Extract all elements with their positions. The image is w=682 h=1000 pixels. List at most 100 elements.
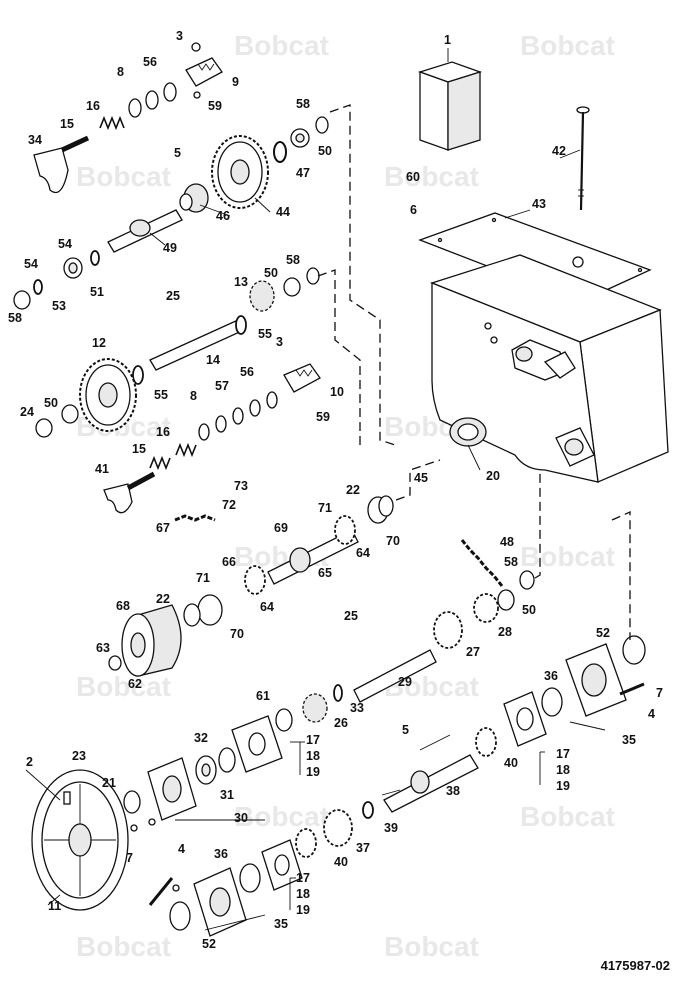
callout-54: 54 bbox=[24, 257, 38, 271]
callout-50: 50 bbox=[44, 396, 58, 410]
callout-25: 25 bbox=[344, 609, 358, 623]
oil-can bbox=[417, 61, 483, 151]
sprocket-64-lower bbox=[244, 565, 266, 595]
watermark-text: Bobcat bbox=[384, 161, 479, 192]
callout-17: 17 bbox=[306, 733, 320, 747]
callout-25: 25 bbox=[166, 289, 180, 303]
gear-13 bbox=[249, 280, 275, 312]
callout-21: 21 bbox=[102, 776, 116, 790]
washers-lower bbox=[198, 391, 278, 441]
callout-51: 51 bbox=[90, 285, 104, 299]
gear-26 bbox=[302, 693, 328, 723]
callout-40: 40 bbox=[504, 756, 518, 770]
callout-66: 66 bbox=[222, 555, 236, 569]
watermark-text: Bobcat bbox=[384, 931, 479, 962]
callout-35: 35 bbox=[274, 917, 288, 931]
callout-11: 11 bbox=[48, 899, 61, 913]
callout-5: 5 bbox=[402, 723, 409, 737]
callout-3: 3 bbox=[176, 29, 183, 43]
callout-48: 48 bbox=[500, 535, 514, 549]
seal-61 bbox=[275, 708, 293, 732]
callout-22: 22 bbox=[346, 483, 360, 497]
bearing-50-lower bbox=[61, 404, 79, 424]
callout-50: 50 bbox=[264, 266, 278, 280]
callout-63: 63 bbox=[96, 641, 110, 655]
callout-28: 28 bbox=[498, 625, 512, 639]
callout-30: 30 bbox=[234, 811, 248, 825]
callout-4: 4 bbox=[178, 842, 185, 856]
sprocket-27 bbox=[433, 611, 463, 649]
callout-1: 1 bbox=[444, 33, 451, 47]
watermark-text: Bobcat bbox=[234, 801, 329, 832]
callout-72: 72 bbox=[222, 498, 236, 512]
callout-38: 38 bbox=[446, 784, 460, 798]
pulley-11 bbox=[31, 769, 129, 911]
callout-18: 18 bbox=[296, 887, 310, 901]
gearbox-housing bbox=[430, 254, 669, 483]
gasket-17-upper bbox=[231, 715, 283, 773]
callout-56: 56 bbox=[240, 365, 254, 379]
shift-fork-lower bbox=[103, 471, 156, 514]
watermark-text: Bobcat bbox=[76, 931, 171, 962]
callout-46: 46 bbox=[216, 209, 230, 223]
callout-71: 71 bbox=[318, 501, 332, 515]
callout-31: 31 bbox=[220, 788, 234, 802]
housing-35-right bbox=[565, 643, 627, 717]
callout-39: 39 bbox=[384, 821, 398, 835]
leader-lines bbox=[25, 48, 606, 931]
callout-9: 9 bbox=[232, 75, 239, 89]
callout-54: 54 bbox=[58, 237, 72, 251]
shaft-49 bbox=[107, 209, 183, 253]
gasket-17-right bbox=[503, 691, 547, 747]
callout-58: 58 bbox=[296, 97, 310, 111]
shaft-65 bbox=[267, 529, 359, 585]
callout-58: 58 bbox=[286, 253, 300, 267]
gear-44 bbox=[211, 135, 269, 209]
callout-14: 14 bbox=[206, 353, 220, 367]
shaft-29 bbox=[353, 649, 437, 703]
callout-5: 5 bbox=[174, 146, 181, 160]
plug-58-right bbox=[519, 570, 535, 590]
callout-16: 16 bbox=[156, 425, 170, 439]
seal-52-left bbox=[169, 901, 191, 931]
snap-ring-33 bbox=[333, 684, 343, 702]
snap-rings-54 bbox=[33, 250, 100, 295]
callout-4: 4 bbox=[648, 707, 655, 721]
callout-47: 47 bbox=[296, 166, 310, 180]
bearing-36-right bbox=[541, 687, 563, 717]
callout-59: 59 bbox=[316, 410, 330, 424]
callout-18: 18 bbox=[306, 749, 320, 763]
detent-plate-lower bbox=[283, 363, 321, 393]
dipstick bbox=[576, 106, 590, 211]
bolt-7-left bbox=[130, 824, 174, 906]
plug-24 bbox=[35, 418, 53, 438]
sprocket-37 bbox=[323, 809, 353, 847]
bearing-31 bbox=[195, 755, 217, 785]
shaft-14 bbox=[149, 319, 245, 371]
callout-32: 32 bbox=[194, 731, 208, 745]
callout-58: 58 bbox=[8, 311, 22, 325]
watermark-text: Bobcat bbox=[76, 161, 171, 192]
callout-70: 70 bbox=[386, 534, 400, 548]
callout-36: 36 bbox=[214, 847, 228, 861]
callout-15: 15 bbox=[132, 442, 146, 456]
watermark-text: Bobcat bbox=[520, 30, 615, 61]
spring-lower bbox=[149, 442, 197, 471]
callout-65: 65 bbox=[318, 566, 332, 580]
callout-60: 60 bbox=[406, 170, 420, 184]
callout-58: 58 bbox=[504, 555, 518, 569]
callout-64: 64 bbox=[356, 546, 370, 560]
callout-26: 26 bbox=[334, 716, 348, 730]
callout-62: 62 bbox=[128, 677, 142, 691]
callout-23: 23 bbox=[72, 749, 86, 763]
seal-32 bbox=[218, 747, 236, 773]
bearing-50-mid bbox=[283, 277, 301, 297]
callout-71: 71 bbox=[196, 571, 210, 585]
drum-68 bbox=[121, 604, 182, 677]
callout-55: 55 bbox=[154, 388, 168, 402]
callout-18: 18 bbox=[556, 763, 570, 777]
callout-55: 55 bbox=[258, 327, 272, 341]
coupler-28 bbox=[473, 589, 515, 623]
watermark-text: Bobcat bbox=[234, 30, 329, 61]
